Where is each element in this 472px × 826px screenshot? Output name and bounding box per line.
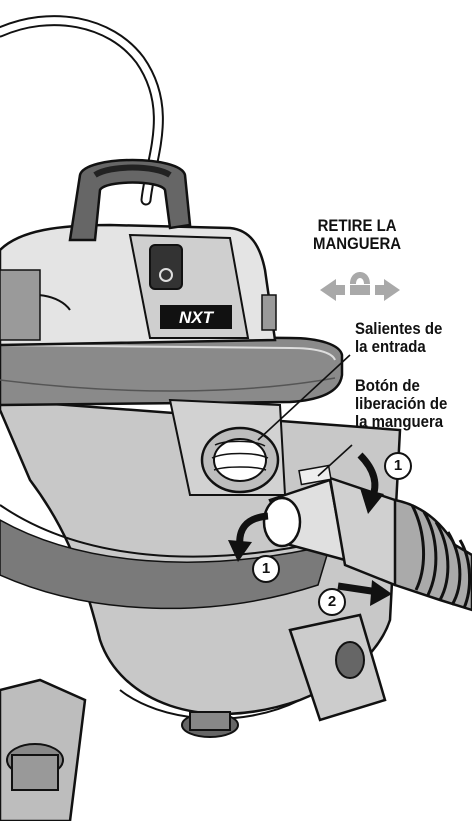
- callout-line: Botón de: [355, 376, 420, 395]
- brand-logo: NXT: [160, 305, 232, 329]
- motor-head: [0, 223, 277, 347]
- carry-handle: [68, 158, 192, 242]
- step-2-pull-marker: 2: [318, 588, 346, 616]
- press-button-arrow: [357, 452, 384, 514]
- lid-rim: [0, 333, 344, 407]
- title-line-1: RETIRE LA: [317, 216, 397, 235]
- title-line-2: MANGUERA: [313, 234, 402, 253]
- brand-logo-text: NXT: [179, 308, 215, 327]
- pull-hose-arrow: [337, 580, 392, 606]
- callout-line: liberación de: [355, 394, 448, 413]
- step-1-rotate-marker: 1: [252, 555, 280, 583]
- callout-line: la manguera: [355, 412, 444, 431]
- power-switch: [149, 244, 183, 290]
- rotate-hose-arrow: [228, 512, 269, 562]
- callout-line: Salientes de: [355, 319, 443, 338]
- inlet-tabs-callout: Salientes de la entrada: [355, 320, 442, 356]
- remove-hose-icon: [320, 272, 400, 301]
- caster-front-left: [0, 678, 87, 823]
- callout-lines: [257, 354, 353, 477]
- release-button-callout: Botón de liberación de la manguera: [355, 377, 447, 431]
- hose: [262, 464, 472, 612]
- remove-hose-title: RETIRE LA MANGUERA: [313, 217, 401, 253]
- drain-cap: [181, 711, 239, 738]
- caster-right: [288, 613, 387, 722]
- step-1-press-marker: 1: [384, 452, 412, 480]
- inlet-port: [168, 398, 287, 496]
- callout-line: la entrada: [355, 337, 426, 356]
